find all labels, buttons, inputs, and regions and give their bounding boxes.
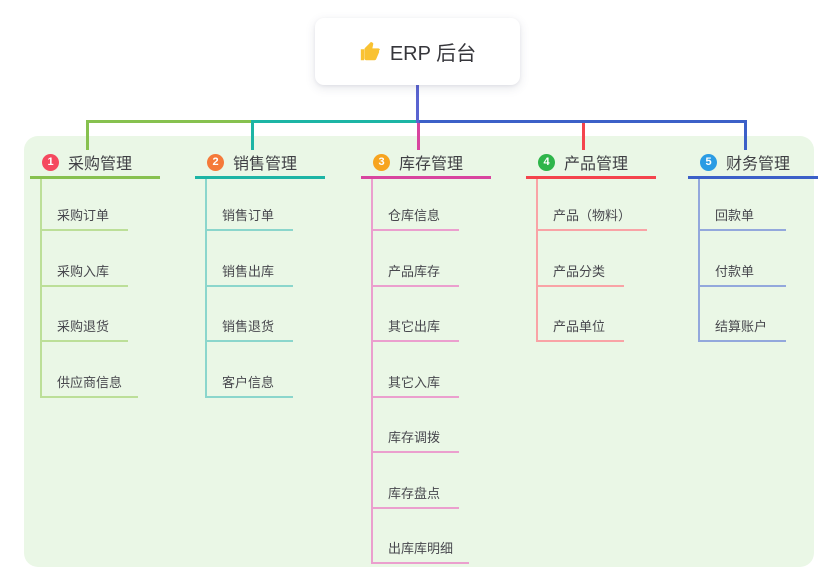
child-node-label: 采购入库 [57,264,110,279]
root-node[interactable]: ERP 后台 [315,18,520,85]
children-vertical-line [40,179,42,398]
branch-number-badge: 3 [373,153,390,171]
branch-drop-line [86,120,89,150]
branch-horizontal-line [86,120,254,123]
child-node-label: 采购订单 [57,208,110,223]
child-node-label: 仓库信息 [388,208,441,223]
child-node-label: 出库库明细 [388,541,454,556]
child-node[interactable]: 采购退货 [40,312,128,342]
child-node-label: 采购退货 [57,319,110,334]
child-node[interactable]: 供应商信息 [40,368,139,398]
child-node[interactable]: 采购入库 [40,257,128,287]
child-node[interactable]: 付款单 [698,257,786,287]
child-node[interactable]: 客户信息 [205,368,293,398]
child-node-label: 销售出库 [222,264,275,279]
branch-number-badge: 5 [700,153,717,171]
child-node[interactable]: 产品分类 [536,257,624,287]
branch-panel [24,136,814,567]
branch-node-label: 财务管理 [726,156,791,173]
child-node[interactable]: 其它入库 [371,368,459,398]
children-vertical-line [536,179,538,342]
child-node[interactable]: 其它出库 [371,312,459,342]
branch-node-label: 采购管理 [68,156,133,173]
child-node-label: 库存盘点 [388,486,441,501]
branch-node[interactable]: 5 财务管理 [688,148,818,179]
child-node[interactable]: 库存盘点 [371,479,459,509]
branch-horizontal-line [251,120,420,123]
child-node[interactable]: 销售出库 [205,257,293,287]
child-node[interactable]: 产品（物料） [536,201,648,231]
child-node-label: 产品（物料） [553,208,632,223]
branch-node-label: 销售管理 [233,156,298,173]
child-node[interactable]: 采购订单 [40,201,128,231]
child-node-label: 产品分类 [553,264,606,279]
child-node-label: 销售退货 [222,319,275,334]
child-node[interactable]: 销售订单 [205,201,293,231]
child-node[interactable]: 销售退货 [205,312,293,342]
child-node[interactable]: 库存调拨 [371,423,459,453]
child-node-label: 其它入库 [388,375,441,390]
branch-drop-line [251,120,254,150]
root-node-label: ERP 后台 [389,43,477,65]
branch-horizontal-line [417,120,747,123]
child-node[interactable]: 结算账户 [698,312,786,342]
branch-number-badge: 2 [207,153,224,171]
child-node[interactable]: 仓库信息 [371,201,459,231]
branch-node-label: 产品管理 [564,156,629,173]
child-node[interactable]: 产品库存 [371,257,459,287]
child-node-label: 其它出库 [388,319,441,334]
branch-drop-line [582,120,585,150]
child-node-label: 付款单 [715,264,755,279]
child-node[interactable]: 出库库明细 [371,534,470,564]
branch-number-badge: 4 [538,153,555,171]
child-node-label: 客户信息 [222,375,275,390]
branch-node[interactable]: 2 销售管理 [195,148,325,179]
children-vertical-line [371,179,373,564]
child-node-label: 产品库存 [388,264,441,279]
child-node-label: 库存调拨 [388,430,441,445]
child-node[interactable]: 产品单位 [536,312,624,342]
root-trunk-line [416,85,419,123]
child-node-label: 供应商信息 [57,375,123,390]
thumbs-up-icon [360,41,380,60]
child-node-label: 产品单位 [553,319,606,334]
branch-node[interactable]: 4 产品管理 [526,148,656,179]
child-node-label: 销售订单 [222,208,275,223]
branch-node[interactable]: 1 采购管理 [30,148,160,179]
children-vertical-line [205,179,207,398]
branch-drop-line [417,120,420,150]
branch-drop-line [744,120,747,150]
branch-node[interactable]: 3 库存管理 [361,148,491,179]
child-node[interactable]: 回款单 [698,201,786,231]
branch-node-label: 库存管理 [399,156,464,173]
child-node-label: 回款单 [715,208,755,223]
branch-number-badge: 1 [42,153,59,171]
child-node-label: 结算账户 [715,319,768,334]
children-vertical-line [698,179,700,342]
